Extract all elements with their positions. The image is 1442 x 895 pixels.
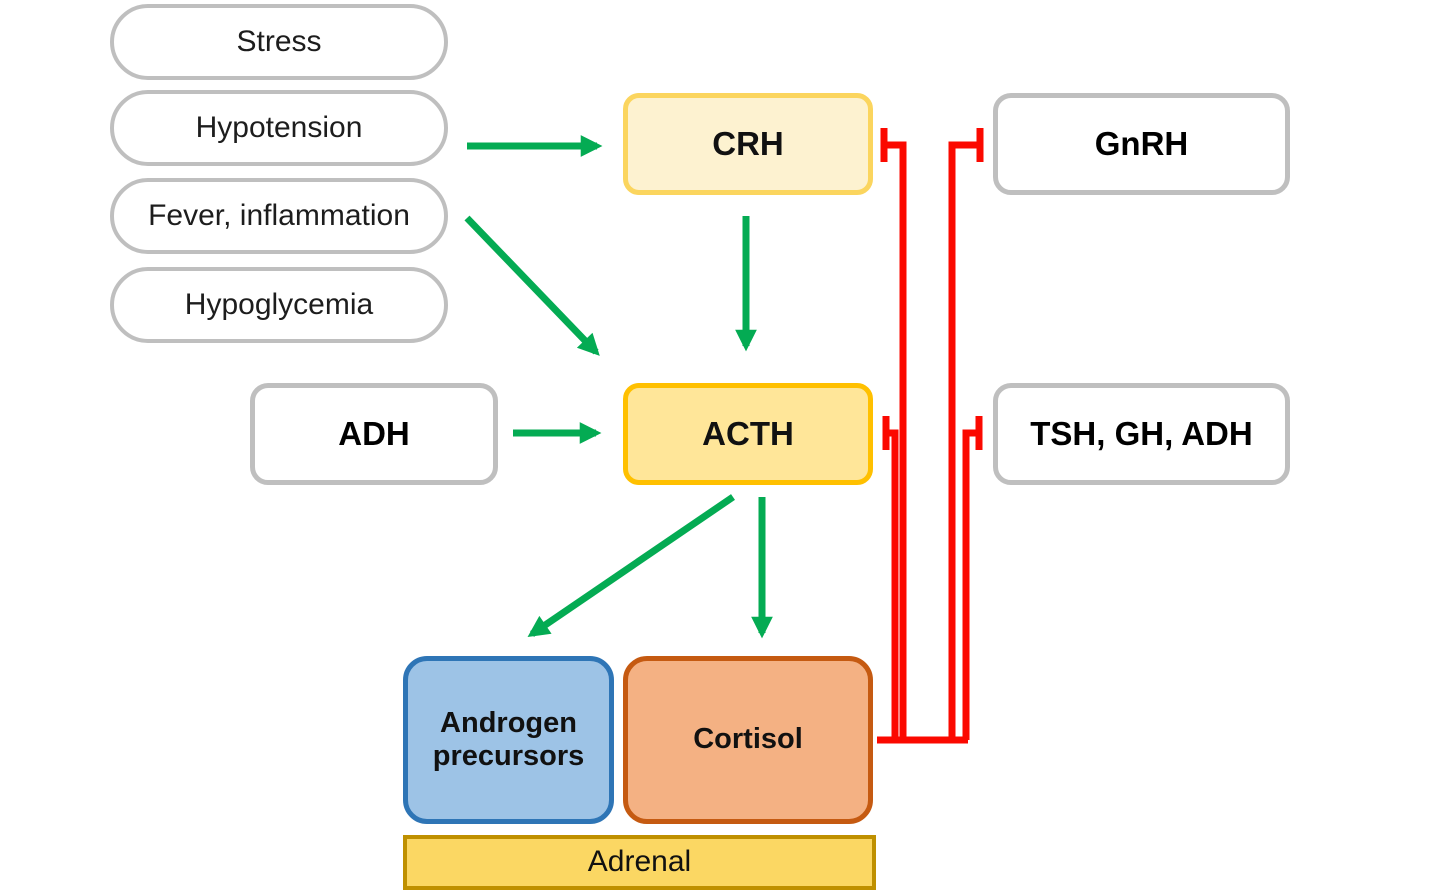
node-adrenal: Adrenal [403,835,876,890]
node-acth: ACTH [623,383,873,485]
node-stress: Stress [110,4,448,80]
edge-cortisol-inhibits-gnrh [948,141,977,740]
edge-cortisol-inhibits-acth [888,429,899,740]
edge-cortisol-inhibits-tsh [962,429,976,740]
edge-fever-stimulates-acth [464,215,600,356]
edge-acth-stimulates-androgen [527,494,735,638]
node-hypoglycemia: Hypoglycemia [110,267,448,343]
node-gnrh: GnRH [993,93,1290,195]
edge-cortisol-inhibits-crh [887,141,907,740]
node-tsh-gh-adh: TSH, GH, ADH [993,383,1290,485]
node-cortisol: Cortisol [623,656,873,824]
node-androgen-precursors: Androgen precursors [403,656,614,824]
node-hypotension: Hypotension [110,90,448,166]
node-adh: ADH [250,383,498,485]
node-fever-inflammation: Fever, inflammation [110,178,448,254]
node-crh: CRH [623,93,873,195]
